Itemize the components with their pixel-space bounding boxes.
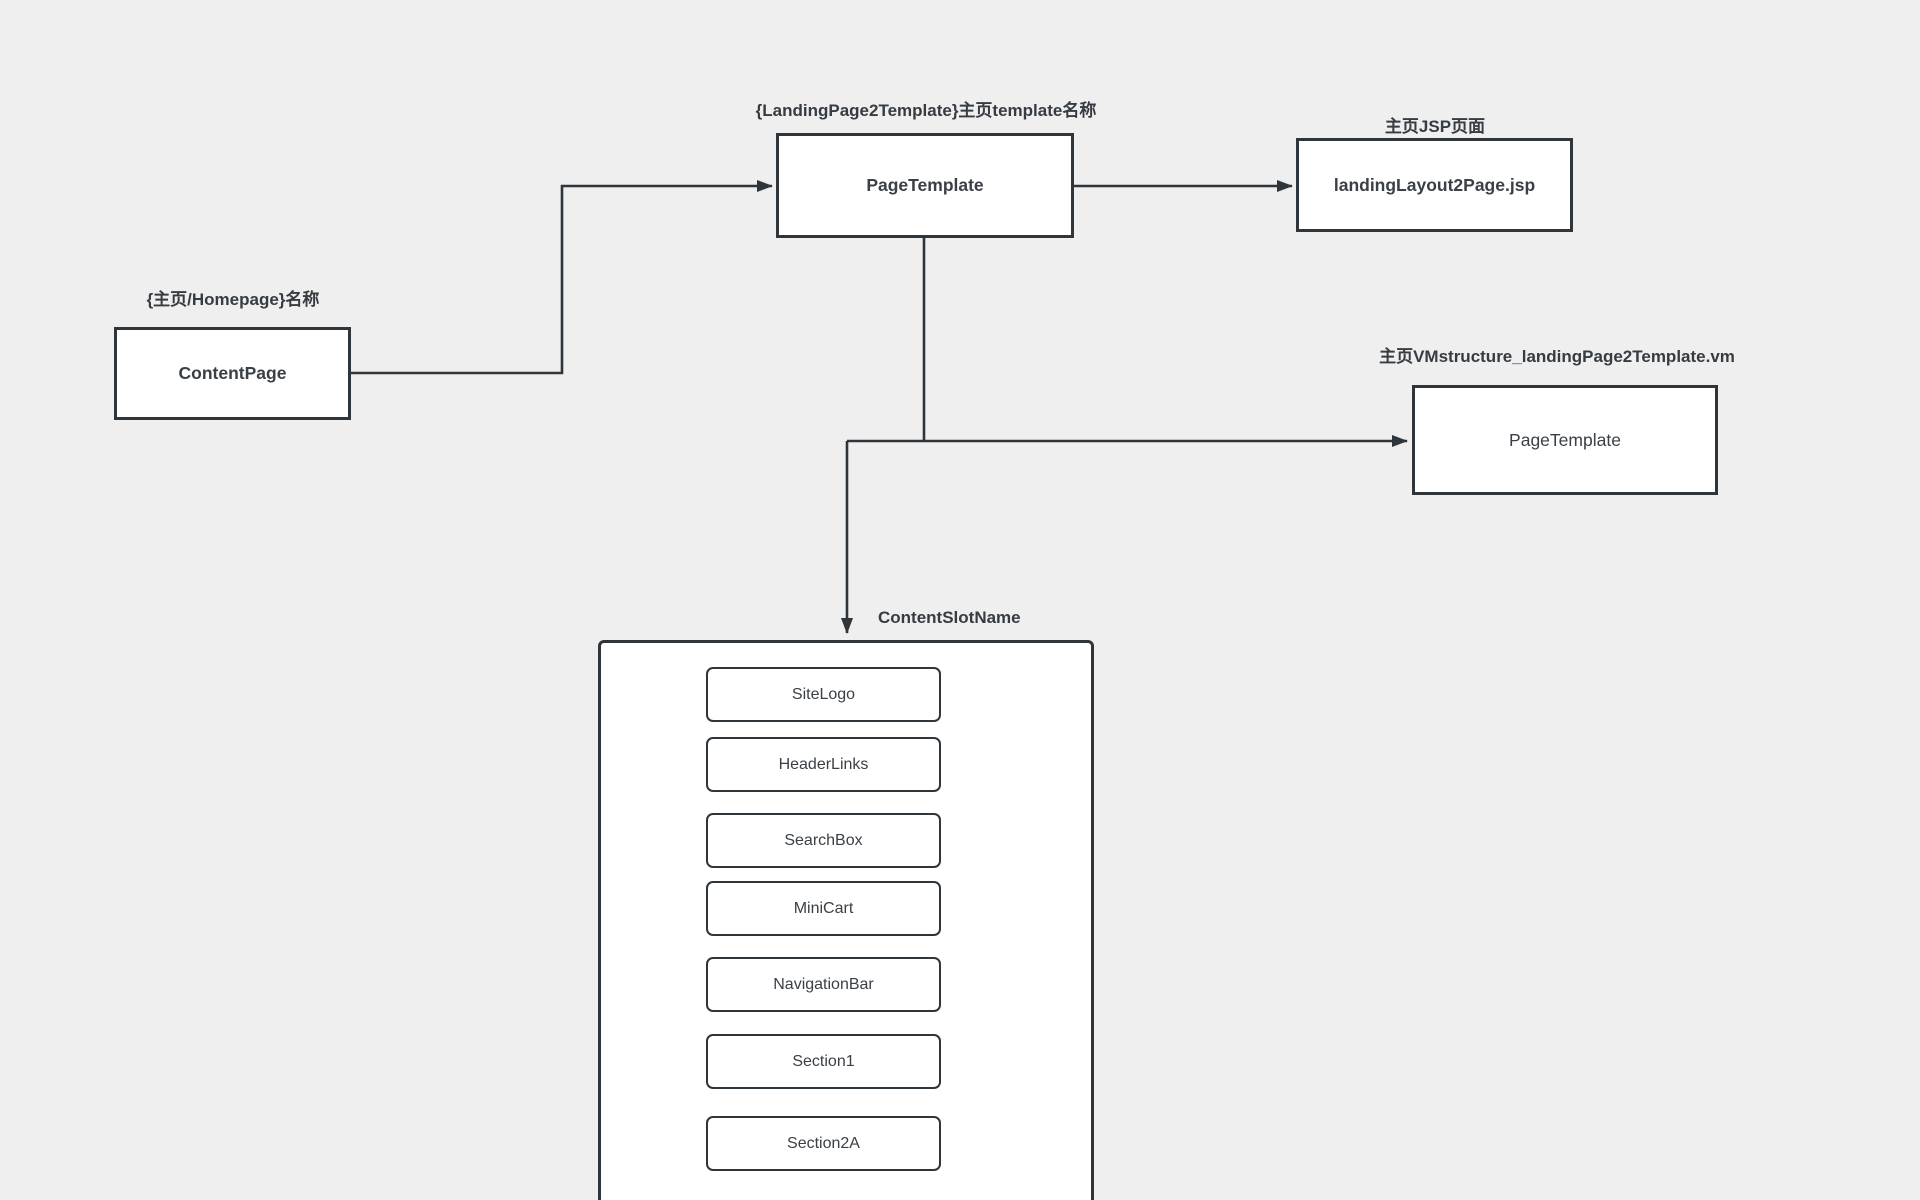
node-page-template: PageTemplate bbox=[776, 133, 1074, 238]
connector-contentpage-to-pagetemplate bbox=[351, 180, 773, 375]
label-vm-structure: 主页VMstructure_landingPage2Template.vm bbox=[1379, 347, 1735, 366]
label-jsp-page: 主页JSP页面 bbox=[1384, 117, 1486, 136]
slot-item: MiniCart bbox=[706, 881, 941, 936]
slot-item: HeaderLinks bbox=[706, 737, 941, 792]
node-vm-page-template: PageTemplate bbox=[1412, 385, 1718, 495]
label-template-name: {LandingPage2Template}主页template名称 bbox=[755, 101, 1097, 120]
node-jsp-page-label: landingLayout2Page.jsp bbox=[1333, 174, 1536, 195]
label-content-slot-name: ContentSlotName bbox=[878, 608, 1021, 627]
slot-item: SiteLogo bbox=[706, 667, 941, 722]
slot-item: NavigationBar bbox=[706, 957, 941, 1012]
slot-item: Section1 bbox=[706, 1034, 941, 1089]
node-jsp-page: landingLayout2Page.jsp bbox=[1296, 138, 1573, 232]
slot-item: SearchBox bbox=[706, 813, 941, 868]
node-vm-page-template-label: PageTemplate bbox=[1509, 429, 1621, 450]
label-homepage-name: {主页/Homepage}名称 bbox=[146, 290, 320, 309]
slot-item: Section2A bbox=[706, 1116, 941, 1171]
node-content-page: ContentPage bbox=[114, 327, 351, 420]
node-page-template-label: PageTemplate bbox=[866, 175, 984, 195]
node-content-page-label: ContentPage bbox=[178, 363, 287, 383]
